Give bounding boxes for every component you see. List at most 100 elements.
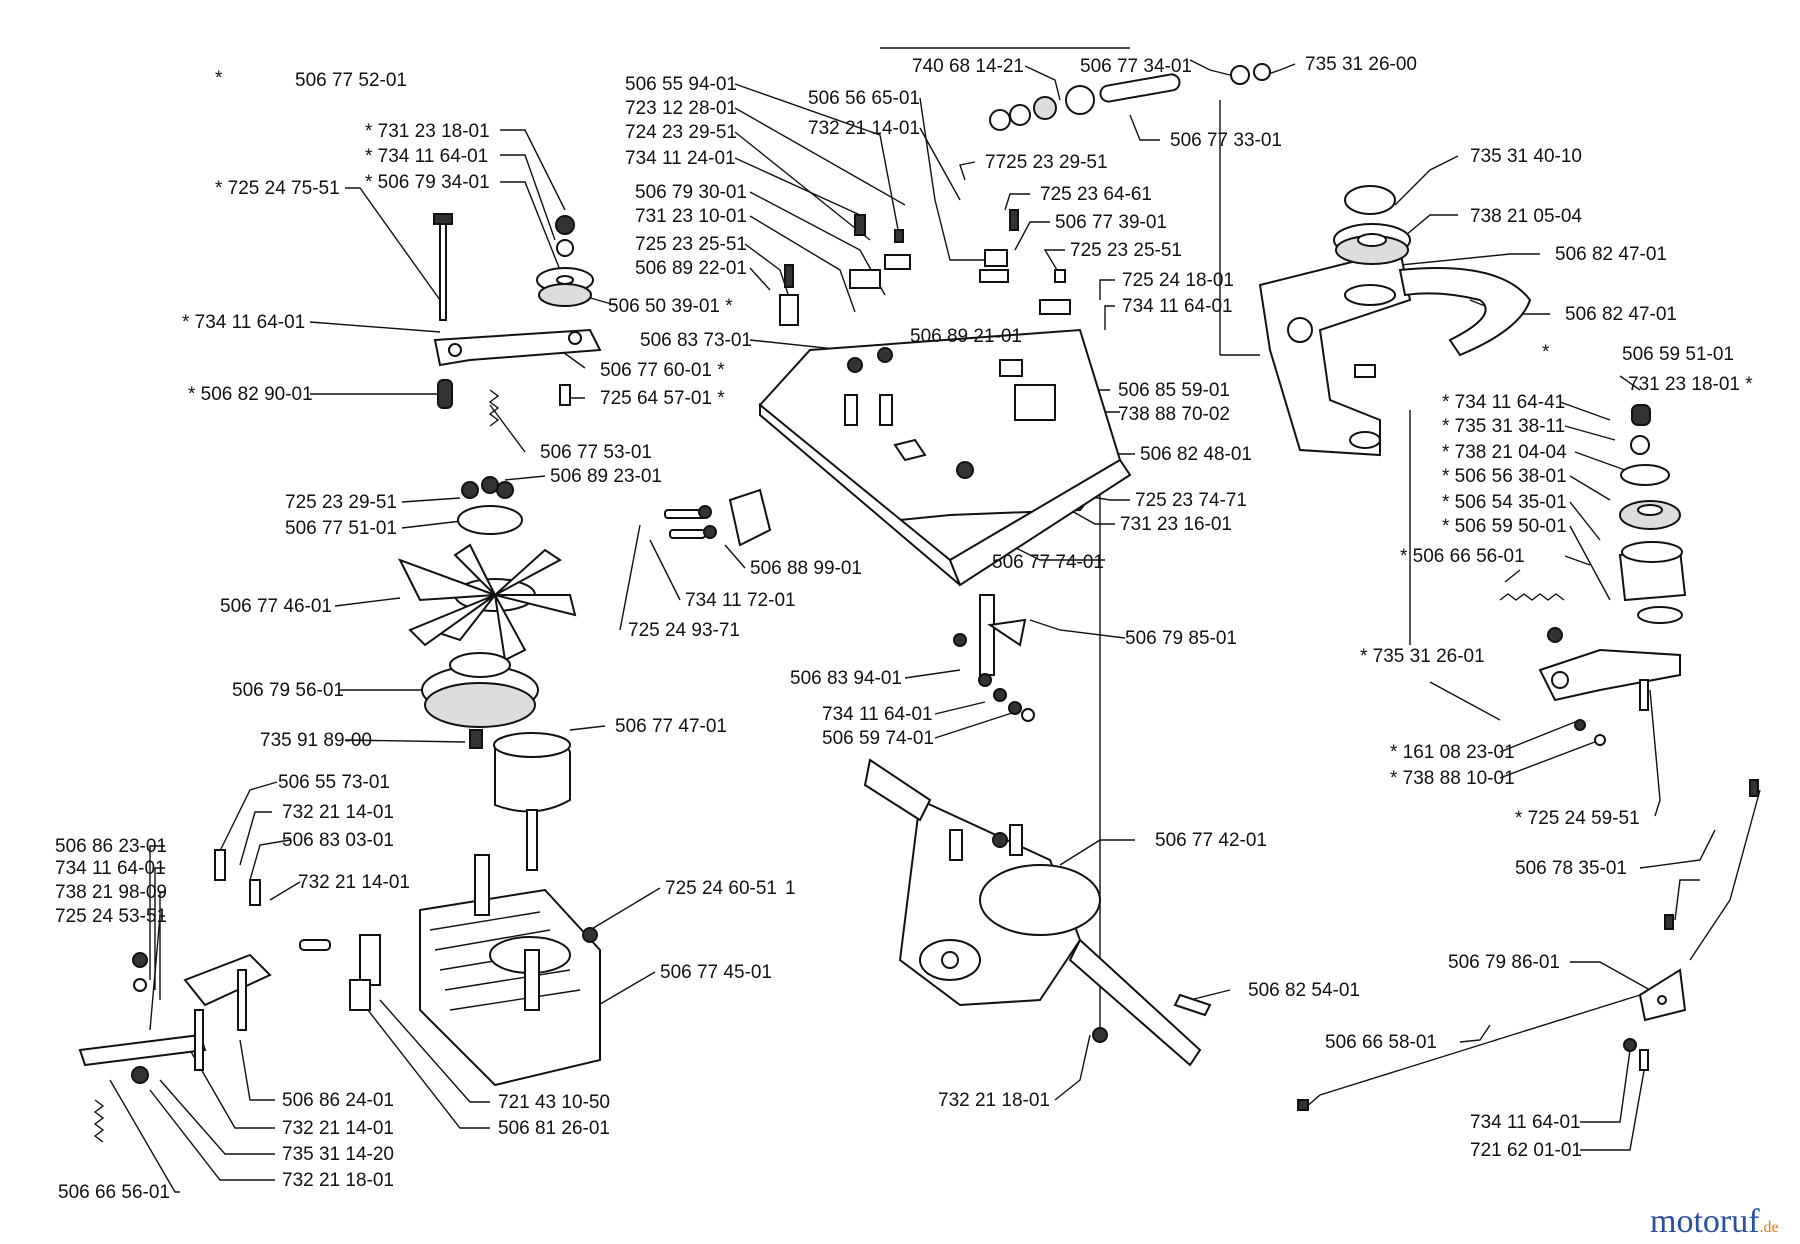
part-label: 725 24 53-51	[55, 906, 167, 927]
part-label: 506 86 24-01	[282, 1090, 394, 1111]
part-label: 734 11 64-01	[1470, 1112, 1581, 1133]
part-label: 506 66 58-01	[1325, 1032, 1437, 1053]
part-label: 506 55 94-01	[625, 74, 737, 95]
part-label: 506 82 47-01	[1555, 244, 1667, 265]
part-label: 732 21 14-01	[808, 118, 920, 139]
part-label: 506 85 59-01	[1118, 380, 1230, 401]
part-label: 725 24 93-71	[628, 620, 740, 641]
part-label: 725 23 25-51	[1070, 240, 1182, 261]
part-label: 738 21 05-04	[1470, 206, 1582, 227]
part-label: 738 88 70-02	[1118, 404, 1230, 425]
part-label: 725 23 25-51	[635, 234, 747, 255]
part-label: 506 83 73-01	[640, 330, 752, 351]
part-label: 506 79 56-01	[232, 680, 344, 701]
part-label: 506 79 85-01	[1125, 628, 1237, 649]
part-label: 740 68 14-21	[912, 56, 1024, 77]
part-label: 734 11 64-01	[822, 704, 933, 725]
part-label: 731 23 10-01	[635, 206, 747, 227]
part-label: 732 21 18-01	[282, 1170, 394, 1191]
part-label: 723 12 28-01	[625, 98, 737, 119]
part-label: * 725 24 59-51	[1515, 808, 1640, 829]
part-label: 506 77 47-01	[615, 716, 727, 737]
watermark-suffix: .de	[1760, 1219, 1779, 1236]
part-label: * 506 66 56-01	[1400, 546, 1525, 567]
part-label: * 735 31 38-11	[1442, 416, 1565, 437]
part-label: 724 23 29-51	[625, 122, 737, 143]
part-label: * 506 54 35-01	[1442, 492, 1567, 513]
part-label: * 734 11 64-01	[365, 146, 488, 167]
part-label: 506 77 74-01	[992, 552, 1104, 573]
part-label: * 734 11 64-41	[1442, 392, 1565, 413]
part-label: 506 66 56-01	[58, 1182, 170, 1203]
part-label: 725 23 64-61	[1040, 184, 1152, 205]
part-label: 732 21 14-01	[282, 1118, 394, 1139]
part-label: 735 31 40-10	[1470, 146, 1582, 167]
part-label: 738 21 98-09	[55, 882, 167, 903]
part-label: 506 77 46-01	[220, 596, 332, 617]
part-label: 506 59 51-01	[1622, 344, 1734, 365]
part-label: 735 31 26-00	[1305, 54, 1417, 75]
part-label: 506 88 99-01	[750, 558, 862, 579]
part-label: 506 82 54-01	[1248, 980, 1360, 1001]
part-label: 506 55 73-01	[278, 772, 390, 793]
part-label: 735 31 14-20	[282, 1144, 394, 1165]
part-label: * 738 88 10-01	[1390, 768, 1515, 789]
part-label: 734 11 72-01	[685, 590, 796, 611]
part-label: 732 21 14-01	[282, 802, 394, 823]
part-label: 506 82 47-01	[1565, 304, 1677, 325]
part-label: 725 23 29-51	[285, 492, 397, 513]
part-label: * 506 56 38-01	[1442, 466, 1567, 487]
part-label: * 734 11 64-01	[182, 312, 305, 333]
part-label: 506 59 74-01	[822, 728, 934, 749]
part-label: 735 91 89-00	[260, 730, 372, 751]
part-label: 506 79 30-01	[635, 182, 747, 203]
part-label: 506 83 94-01	[790, 668, 902, 689]
part-label: 506 50 39-01 *	[608, 296, 733, 317]
part-label: 506 82 48-01	[1140, 444, 1252, 465]
part-label: 734 11 24-01	[625, 148, 736, 169]
part-label: 732 21 14-01	[298, 872, 410, 893]
part-label: * 725 24 75-51	[215, 178, 340, 199]
part-label: 506 89 22-01	[635, 258, 747, 279]
part-label: 732 21 18-01	[938, 1090, 1050, 1111]
part-label: 506 77 39-01	[1055, 212, 1167, 233]
part-label: 506 56 65-01	[808, 88, 920, 109]
part-label: * 506 82 90-01	[188, 384, 313, 405]
part-label: 506 81 26-01	[498, 1118, 610, 1139]
part-label: 725 64 57-01 *	[600, 388, 725, 409]
part-label: 731 23 16-01	[1120, 514, 1232, 535]
part-label: 506 79 86-01	[1448, 952, 1560, 973]
part-label: 1	[785, 878, 796, 899]
part-label: * 506 79 34-01	[365, 172, 490, 193]
part-label: 506 77 45-01	[660, 962, 772, 983]
part-label: 506 77 53-01	[540, 442, 652, 463]
part-label: 506 86 23-01	[55, 836, 167, 857]
part-label: * 735 31 26-01	[1360, 646, 1485, 667]
part-label: 506 89 23-01	[550, 466, 662, 487]
watermark-main: motoruf	[1650, 1203, 1760, 1240]
part-label: 725 24 18-01	[1122, 270, 1234, 291]
part-label: 731 23 18-01 *	[1628, 374, 1753, 395]
part-label: 506 89 21-01	[910, 326, 1022, 347]
part-label: 506 77 51-01	[285, 518, 397, 539]
part-label: 734 11 64-01	[1122, 296, 1233, 317]
part-label: * 506 59 50-01	[1442, 516, 1567, 537]
part-label: 725 24 60-51	[665, 878, 777, 899]
part-label: 7725 23 29-51	[985, 152, 1108, 173]
part-label: * 738 21 04-04	[1442, 442, 1567, 463]
part-label: 734 11 64-01	[55, 858, 166, 879]
part-label: 506 77 52-01	[295, 70, 407, 91]
part-label: *	[1542, 342, 1550, 363]
part-label: 506 77 60-01 *	[600, 360, 725, 381]
part-label: 725 23 74-71	[1135, 490, 1247, 511]
part-label: 506 77 34-01	[1080, 56, 1192, 77]
part-number-labels: * 506 77 52-01 * 731 23 18-01 * 734 11 6…	[55, 54, 1753, 1203]
parts-drawings	[78, 63, 1761, 1143]
part-label: 506 83 03-01	[282, 830, 394, 851]
part-label: * 731 23 18-01	[365, 121, 490, 142]
part-label: * 161 08 23-01	[1390, 742, 1515, 763]
part-label: 721 43 10-50	[498, 1092, 610, 1113]
part-label: 506 78 35-01	[1515, 858, 1627, 879]
part-label: 721 62 01-01	[1470, 1140, 1582, 1161]
